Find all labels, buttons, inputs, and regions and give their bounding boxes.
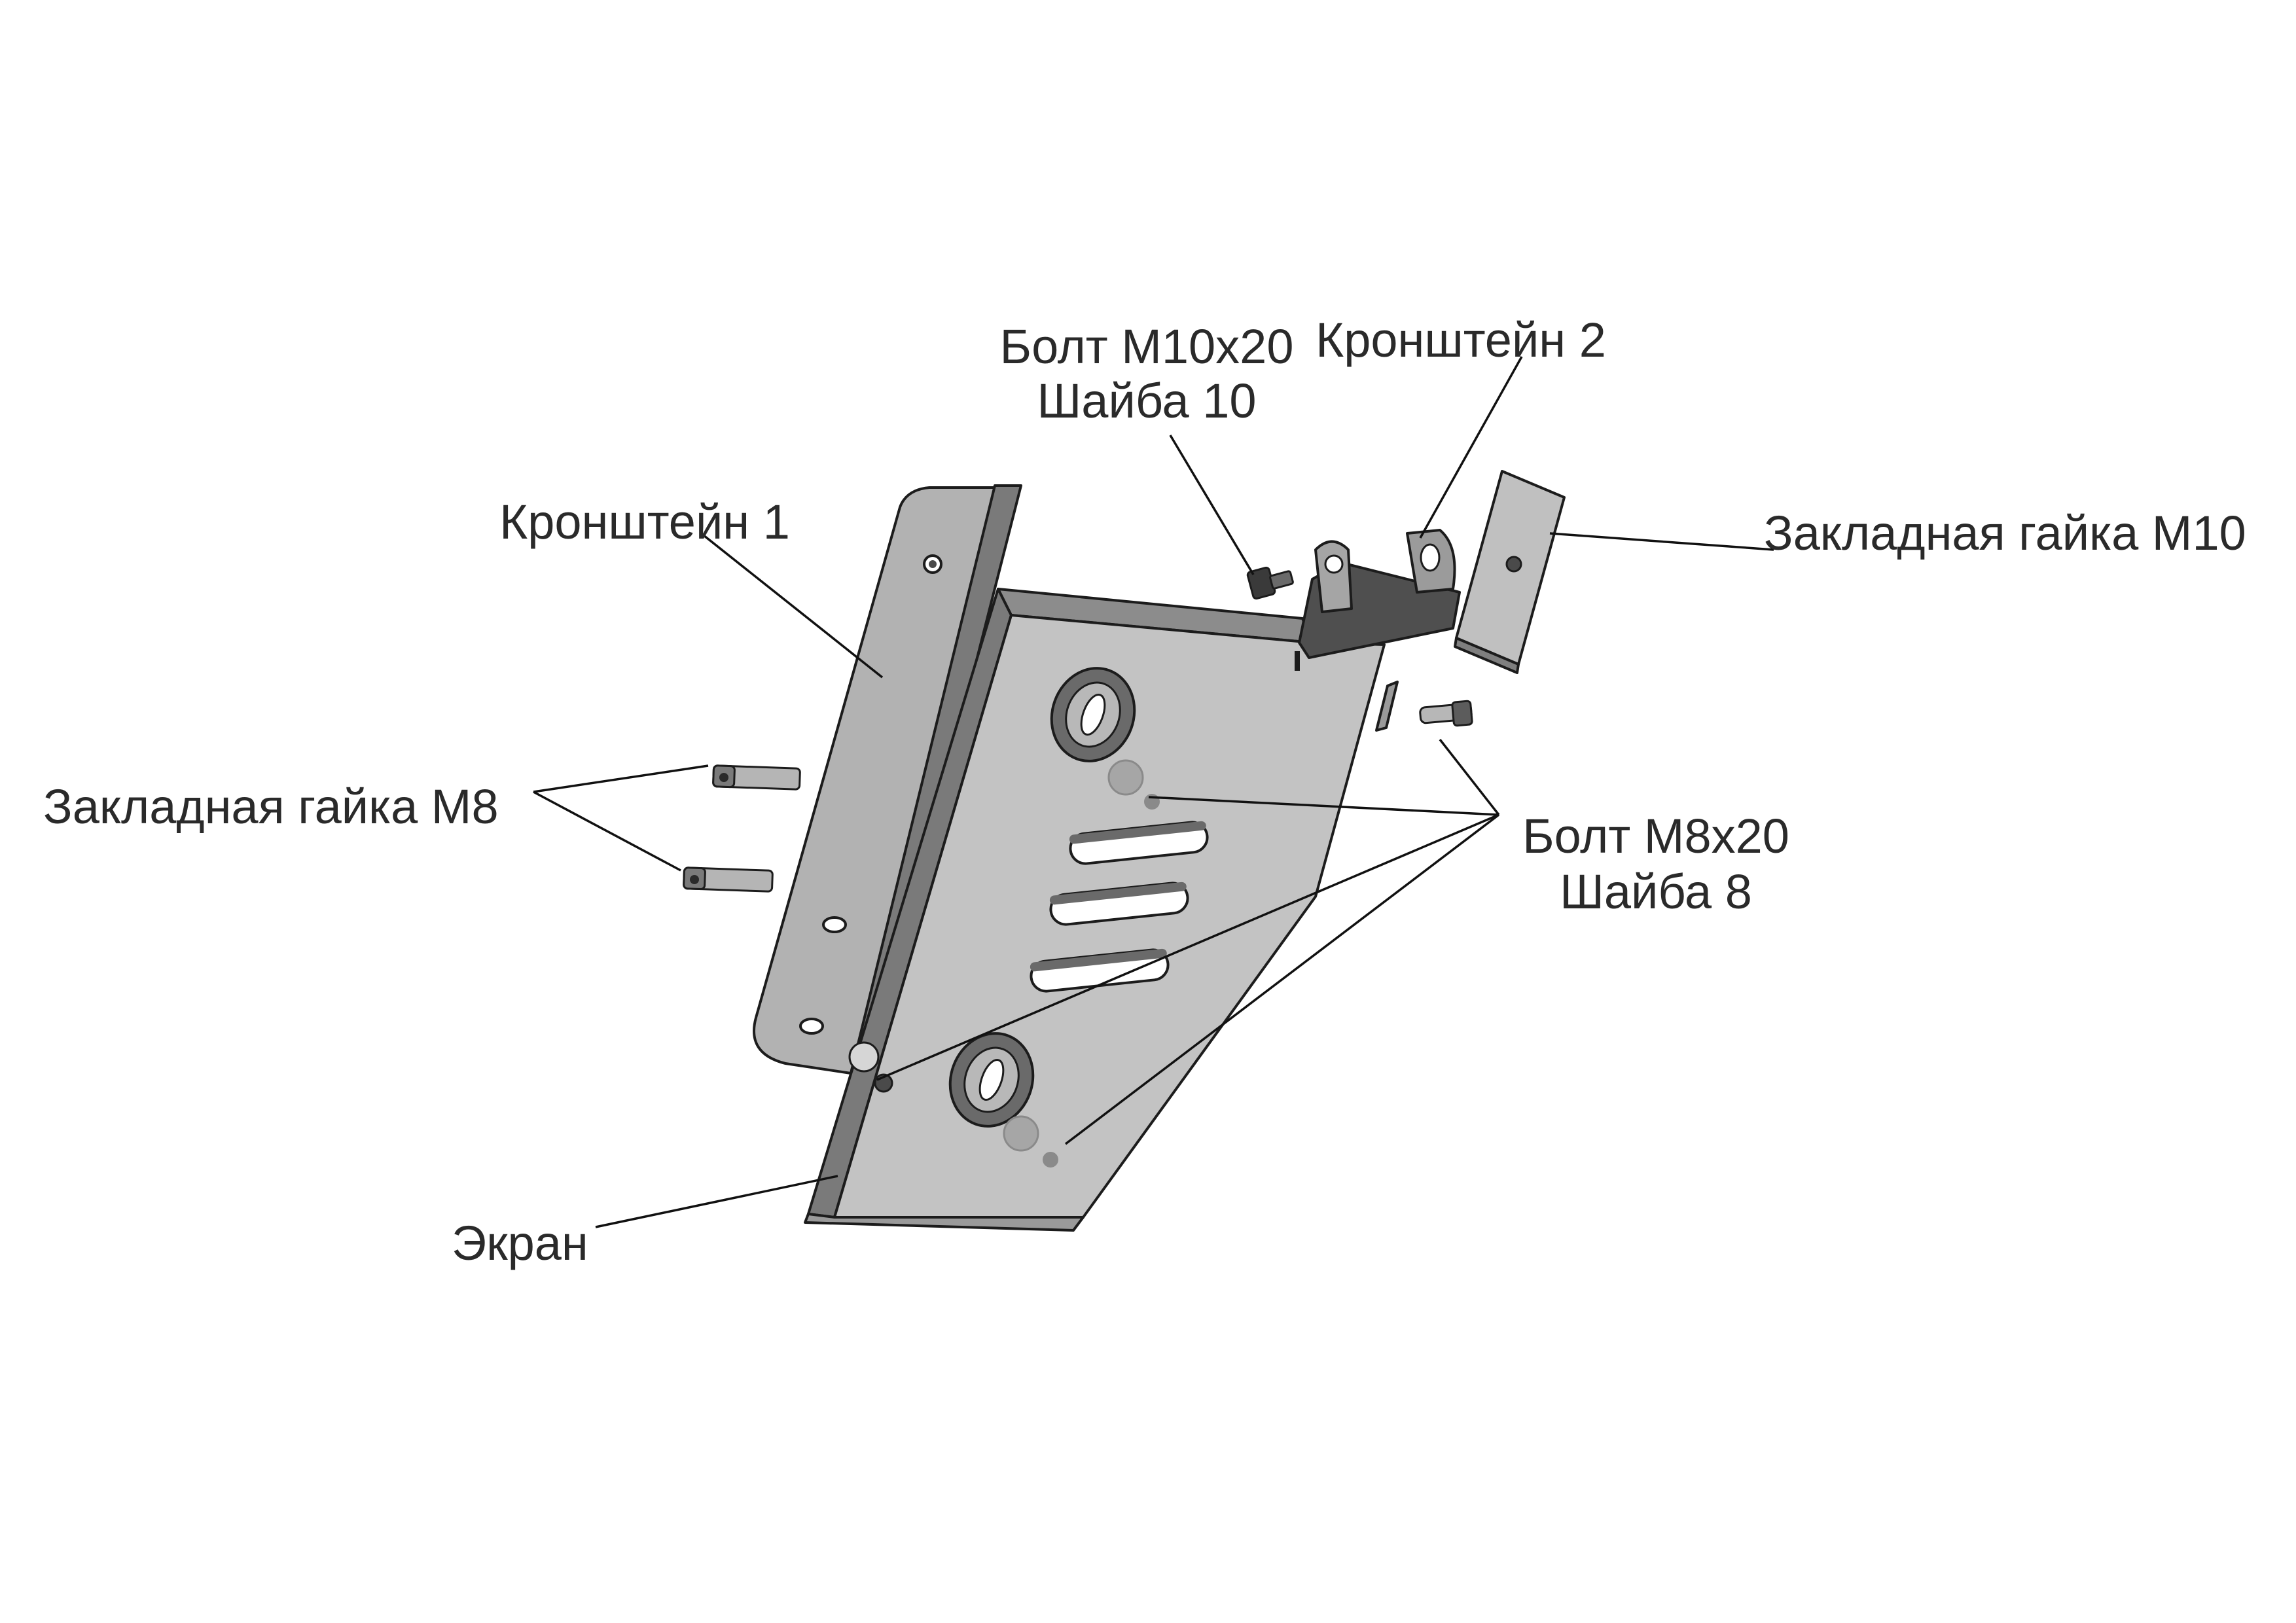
- label-bolt-m8-line2: Шайба 8: [1560, 865, 1752, 919]
- upper-oval-opening: [1050, 667, 1136, 762]
- leader-bracket-2: [1419, 356, 1523, 539]
- leader-bolt-m8-left: [876, 813, 1499, 1081]
- lower-oval-opening: [948, 1032, 1035, 1128]
- bracket-2-part: [1295, 529, 1461, 671]
- ventilation-slots: [1030, 821, 1209, 993]
- label-insert-nut-m10: Закладная гайка М10: [1764, 506, 2246, 560]
- bracket-1-part: [753, 484, 1022, 1078]
- insert-nut-m10-part: [1454, 470, 1566, 674]
- insert-nut-m8-upper: [712, 764, 801, 791]
- part-labels: Болт М10х20 Шайба 10 Кронштейн 2 Кронште…: [43, 313, 2246, 1270]
- insert-nut-m8-parts: [683, 764, 801, 893]
- leader-lines: [533, 356, 1774, 1228]
- leader-insert-nut-m10: [1549, 532, 1774, 551]
- leader-bolt-m10: [1169, 435, 1255, 575]
- label-bolt-m10-line2: Шайба 10: [1037, 374, 1256, 428]
- label-bolt-m10-line1: Болт М10х20: [1000, 319, 1294, 374]
- label-bracket-1: Кронштейн 1: [499, 495, 790, 549]
- label-bracket-2: Кронштейн 2: [1316, 313, 1606, 367]
- bolt-m8-part: [1375, 681, 1473, 732]
- leader-screen: [595, 1175, 838, 1228]
- insert-nut-m8-lower: [683, 866, 774, 893]
- label-bolt-m8-line1: Болт М8х20: [1522, 809, 1789, 863]
- leader-bolt-m8-lower: [1064, 813, 1500, 1145]
- plate-washers: [848, 759, 1160, 1168]
- leader-insert-nut-m8-lower: [533, 791, 681, 872]
- leader-bracket-1: [702, 534, 884, 679]
- screen-part: [804, 588, 1386, 1232]
- bolt-m10-part: [1246, 566, 1294, 600]
- label-insert-nut-m8: Закладная гайка М8: [43, 779, 499, 834]
- leader-insert-nut-m8-upper: [533, 764, 709, 793]
- label-screen: Экран: [452, 1216, 588, 1270]
- leader-bolt-m8-right: [1439, 738, 1500, 816]
- leader-bolt-m8-plate: [1148, 796, 1499, 816]
